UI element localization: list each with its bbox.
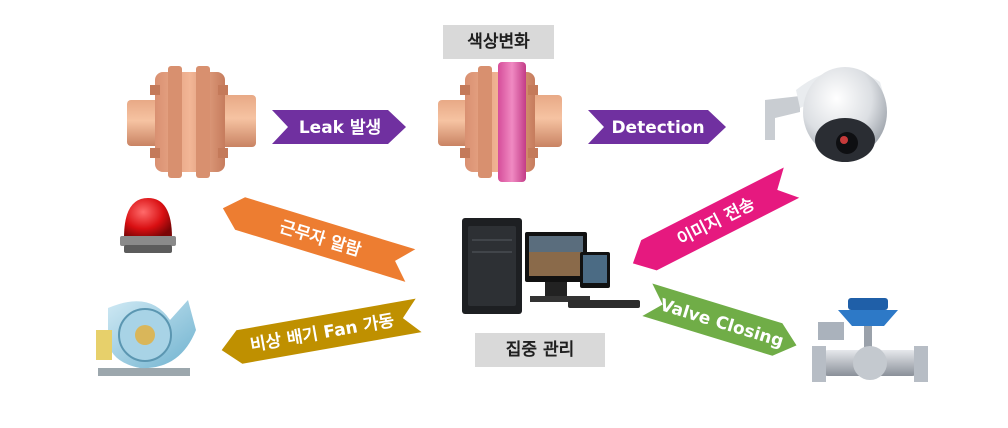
detection-arrow: Detection <box>588 110 726 144</box>
fan-arrow: 비상 배기 Fan 가동 <box>221 298 422 364</box>
alarm-arrow: 근무자 알람 <box>222 197 416 282</box>
pink-flange-icon <box>438 62 562 182</box>
pipe-flange-icon <box>127 66 256 178</box>
leak-arrow: Leak 발생 <box>272 110 406 144</box>
leak-arrow-label: Leak 발생 <box>299 118 381 138</box>
siren-icon <box>120 198 176 253</box>
valve-arrow: Valve Closing <box>642 283 797 356</box>
image-transfer-arrow: 이미지 전송 <box>632 167 800 271</box>
cctv-camera-icon <box>765 67 887 162</box>
central-control-label: 집중 관리 <box>475 333 605 367</box>
exhaust-fan-icon <box>96 300 196 376</box>
detection-arrow-label: Detection <box>611 118 704 138</box>
workstation-icon <box>462 218 640 314</box>
color-change-label: 색상변화 <box>443 25 554 59</box>
control-valve-icon <box>812 298 928 382</box>
